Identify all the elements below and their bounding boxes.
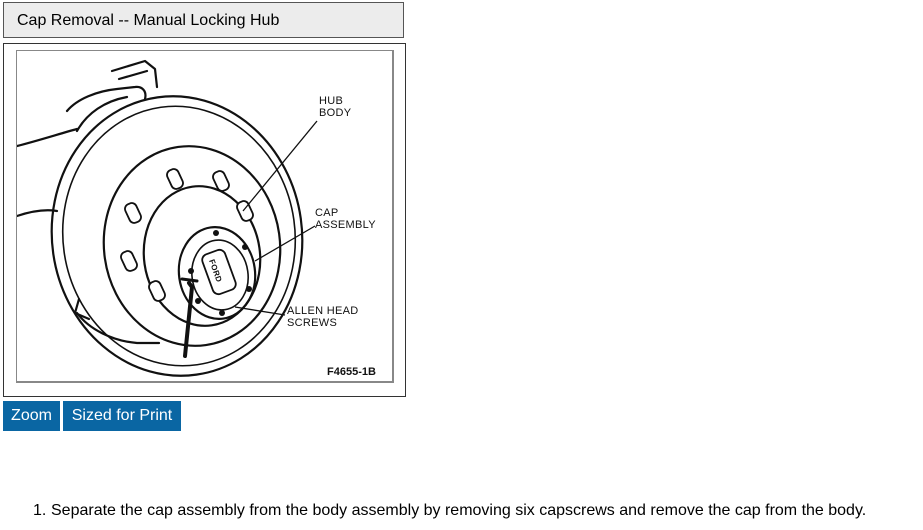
sized-for-print-button[interactable]: Sized for Print	[63, 401, 181, 431]
figure-caption: Cap Removal -- Manual Locking Hub	[17, 12, 280, 29]
cap-assembly-callout: CAP ASSEMBLY	[315, 207, 376, 231]
zoom-button[interactable]: Zoom	[3, 401, 60, 431]
rotor-outer	[50, 95, 304, 377]
caliper-bottom	[75, 311, 161, 345]
procedure-steps: 1.Separate the cap assembly from the bod…	[33, 502, 866, 520]
caliper-bracket	[110, 59, 159, 89]
allen-screws-leader	[234, 306, 286, 316]
hub-illustration: HUB BODY CAP ASSEMBLY ALLEN HEAD SCREWS …	[16, 50, 394, 383]
cap-assembly-callout-line2: ASSEMBLY	[315, 219, 376, 231]
figure-id: F4655-1B	[327, 366, 376, 378]
hub-body-callout-line1: HUB	[319, 95, 344, 107]
hub-body-callout: HUB BODY	[319, 95, 351, 119]
cap-assembly-outline	[177, 226, 257, 320]
allen-wrench	[183, 281, 194, 358]
cap-knob	[201, 248, 237, 296]
figure-caption-bar: Cap Removal -- Manual Locking Hub	[3, 2, 404, 38]
hub-body-leader	[242, 120, 318, 212]
hub-drawing	[17, 59, 318, 377]
caliper-top	[65, 85, 147, 113]
hub-body-outline	[142, 185, 262, 327]
axle-bottom-line	[17, 209, 59, 218]
allen-screws-callout-line1: ALLEN HEAD	[287, 305, 359, 317]
axle-top-line	[17, 127, 79, 148]
hub-body-callout-line2: BODY	[319, 107, 352, 119]
step-number: 1.	[33, 502, 47, 519]
cap-assembly-leader	[254, 225, 316, 262]
list-item: 1.Separate the cap assembly from the bod…	[33, 502, 866, 520]
hub-flange	[102, 145, 282, 347]
allen-screws-callout: ALLEN HEAD SCREWS	[287, 305, 358, 329]
allen-screws-callout-line2: SCREWS	[287, 317, 338, 329]
cap-assembly-callout-line1: CAP	[315, 207, 339, 219]
step-text: Separate the cap assembly from the body …	[51, 502, 867, 519]
figure-frame: HUB BODY CAP ASSEMBLY ALLEN HEAD SCREWS …	[3, 43, 406, 397]
